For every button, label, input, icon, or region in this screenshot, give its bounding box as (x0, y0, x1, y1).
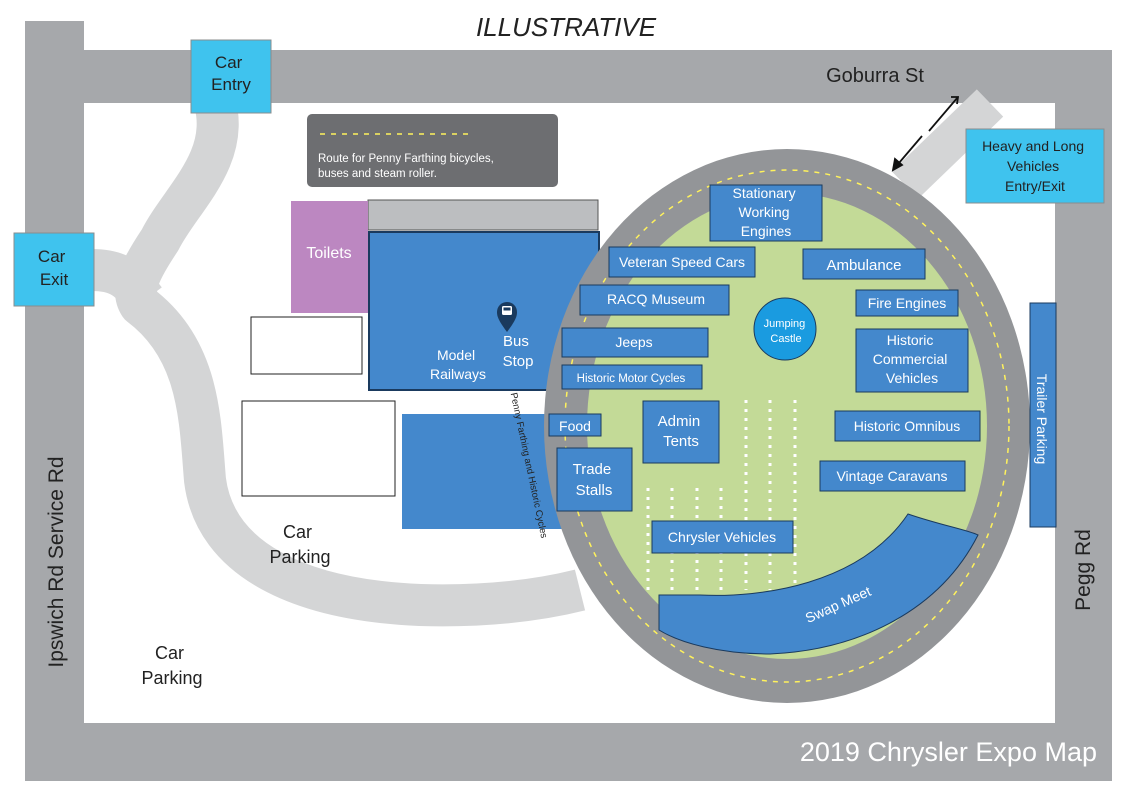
exhibit-stationary-working-engines[interactable]: Stationary Working Engines (709, 184, 823, 242)
svg-text:Route for Penny Farthing bicyc: Route for Penny Farthing bicycles, buses… (318, 153, 497, 180)
white-building-1 (250, 316, 363, 375)
svg-text:Historic Commercial: Historic Commercial Vehicles (873, 332, 952, 386)
heavy-vehicle-driveway (891, 89, 1004, 199)
svg-text:Jeeps: Jeeps (615, 334, 652, 350)
exhibit-historic-omnibus[interactable]: Historic Omnibus (834, 410, 981, 442)
exhibit-chrysler-vehicles[interactable]: Chrysler Vehicles (651, 520, 794, 554)
bus-stop-label: Bus Stop (503, 333, 534, 370)
svg-text:Admin Tents: Admin Tents (658, 413, 705, 450)
exhibit-historic-commercial-vehicles[interactable]: Historic Commercial Vehicles (855, 328, 969, 393)
svg-text:Car Exit: Car Exit (38, 247, 70, 289)
svg-text:Veteran Speed Cars: Veteran Speed Cars (619, 254, 745, 270)
svg-text:Historic Omnibus: Historic Omnibus (854, 418, 961, 434)
illustrative-label: ILLUSTRATIVE (476, 12, 657, 42)
toilets-label: Toilets (306, 245, 351, 262)
heavy-vehicles-gate[interactable]: Heavy and Long Vehicles Entry/Exit (965, 128, 1105, 204)
exhibit-jumping-castle[interactable]: Jumping Castle (753, 297, 817, 361)
map-title: 2019 Chrysler Expo Map (800, 737, 1097, 767)
exhibit-admin-tents[interactable]: Admin Tents (642, 400, 720, 464)
car-parking-label-1: Car Parking (269, 522, 330, 567)
bus-stop-marker-icon (497, 302, 517, 332)
pegg-road-label: Pegg Rd (1072, 529, 1095, 611)
exhibit-veteran-speed-cars[interactable]: Veteran Speed Cars (608, 246, 756, 278)
perimeter-road (25, 21, 1112, 781)
toilets-block (291, 201, 368, 313)
exhibit-food[interactable]: Food (548, 413, 602, 437)
model-railways-label: Model Railways (430, 347, 486, 382)
grey-strip (367, 199, 599, 231)
exhibit-vintage-caravans[interactable]: Vintage Caravans (819, 460, 966, 492)
exhibit-trade-stalls[interactable]: Trade Stalls (556, 447, 633, 512)
svg-text:Food: Food (559, 418, 591, 434)
car-entry-gate[interactable]: Car Entry (190, 39, 272, 114)
trailer-parking[interactable]: Trailer Parking (1029, 302, 1057, 528)
svg-text:Fire Engines: Fire Engines (868, 295, 947, 311)
exhibit-racq-museum[interactable]: RACQ Museum (579, 284, 730, 316)
svg-text:Vintage Caravans: Vintage Caravans (836, 468, 947, 484)
route-legend: Route for Penny Farthing bicycles, buses… (307, 114, 558, 187)
svg-text:Trade Stalls: Trade Stalls (573, 461, 616, 499)
svg-text:Car Entry: Car Entry (211, 53, 251, 94)
svg-text:RACQ Museum: RACQ Museum (607, 291, 705, 307)
exhibit-historic-motor-cycles[interactable]: Historic Motor Cycles (561, 364, 703, 390)
goburra-street-label: Goburra St (826, 65, 924, 87)
svg-text:Ambulance: Ambulance (826, 257, 901, 274)
exhibit-fire-engines[interactable]: Fire Engines (855, 289, 959, 317)
svg-text:Chrysler Vehicles: Chrysler Vehicles (668, 529, 776, 545)
svg-text:Heavy and Long Vehicles: Heavy and Long Vehicles Entry/Exit (982, 138, 1088, 194)
car-exit-gate[interactable]: Car Exit (13, 232, 95, 307)
car-parking-label-2: Car Parking (141, 643, 202, 688)
white-building-2 (241, 400, 396, 497)
double-arrow-icon (891, 96, 960, 172)
ipswich-road-label: Ipswich Rd Service Rd (45, 456, 68, 667)
exit-driveway (91, 249, 162, 313)
svg-text:Trailer Parking: Trailer Parking (1034, 374, 1050, 465)
exhibit-ambulance[interactable]: Ambulance (802, 248, 926, 280)
svg-text:Stationary Working: Stationary Working Engines (733, 185, 800, 239)
svg-text:Historic Motor Cycles: Historic Motor Cycles (577, 373, 686, 385)
internal-driveway (115, 97, 586, 627)
svg-text:Jumping Castle: Jumping Castle (764, 318, 809, 345)
exhibit-jeeps[interactable]: Jeeps (561, 327, 709, 358)
exhibit-swap-meet[interactable]: Swap Meet (658, 513, 979, 655)
